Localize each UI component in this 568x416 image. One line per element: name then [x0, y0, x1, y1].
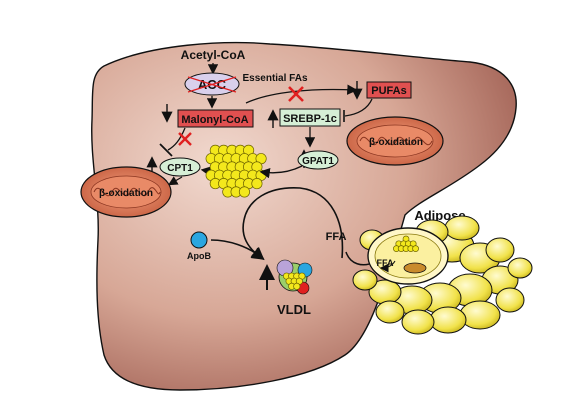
ffa-adipose-label: FFA	[377, 258, 394, 268]
adipocyte	[401, 309, 435, 335]
adipocyte	[375, 300, 405, 324]
apob-to-vldl-arrow	[210, 239, 265, 261]
malonyl-block-x-2	[178, 132, 192, 146]
liver-lipid-droplet-cluster	[205, 144, 267, 198]
srebp-label: SREBP-1c	[283, 113, 337, 125]
lipid-droplet	[293, 282, 301, 290]
gpat1-to-lipid-arrow	[259, 165, 303, 179]
vldl-label: VLDL	[277, 302, 311, 317]
ffa-to-vldl-path	[242, 187, 344, 260]
cpt1-enzyme	[159, 157, 201, 177]
pufas-label: PUFAs	[371, 85, 406, 97]
essential-fas-block-x-2	[288, 86, 304, 102]
srebp-box	[279, 108, 341, 127]
adipose-ffa-arrow	[379, 260, 396, 273]
mitochondrion-right	[346, 116, 444, 166]
adipocyte	[507, 257, 533, 279]
ffa-liver-label: FFA	[326, 231, 347, 243]
gpat1-enzyme	[297, 150, 339, 170]
malonyl-cpt1-bar	[159, 143, 173, 157]
beta-oxidation-left-label: β-oxidation	[99, 188, 153, 199]
essential-fas-label: Essential FAs	[242, 73, 307, 84]
beta-oxidation-right-label: β-oxidation	[369, 137, 423, 148]
adipocyte	[429, 306, 467, 334]
vldl-particle	[276, 259, 313, 295]
adipocyte	[495, 287, 525, 313]
apob-protein	[190, 231, 208, 249]
acetyl-coa-label: Acetyl-CoA	[181, 48, 246, 62]
adipocyte-highlighted	[367, 227, 449, 285]
malonyl-coa-label: Malonyl-CoA	[181, 114, 248, 126]
malonyl-coa-box	[177, 109, 254, 128]
adipocyte	[485, 237, 515, 263]
malonyl-to-cpt1-inhibit	[167, 127, 186, 151]
adipocyte	[444, 215, 480, 241]
mitochondrion-left	[80, 166, 172, 218]
apob-label: ApoB	[187, 251, 211, 261]
lipid-droplet	[238, 186, 250, 198]
adipose-tissue	[352, 215, 533, 335]
cpt1-to-mito-arrow	[167, 176, 183, 186]
acc-strike-2	[187, 76, 237, 93]
gpat1-label: GPAT1	[302, 156, 334, 167]
adipocyte	[352, 269, 378, 291]
pufas-to-srebp-inhibit	[344, 98, 373, 117]
adipocyte	[459, 300, 501, 330]
cpt1-label: CPT1	[167, 163, 193, 174]
pufas-box	[366, 81, 412, 99]
lipid-droplet	[412, 245, 419, 252]
lipid-droplet	[251, 178, 263, 190]
